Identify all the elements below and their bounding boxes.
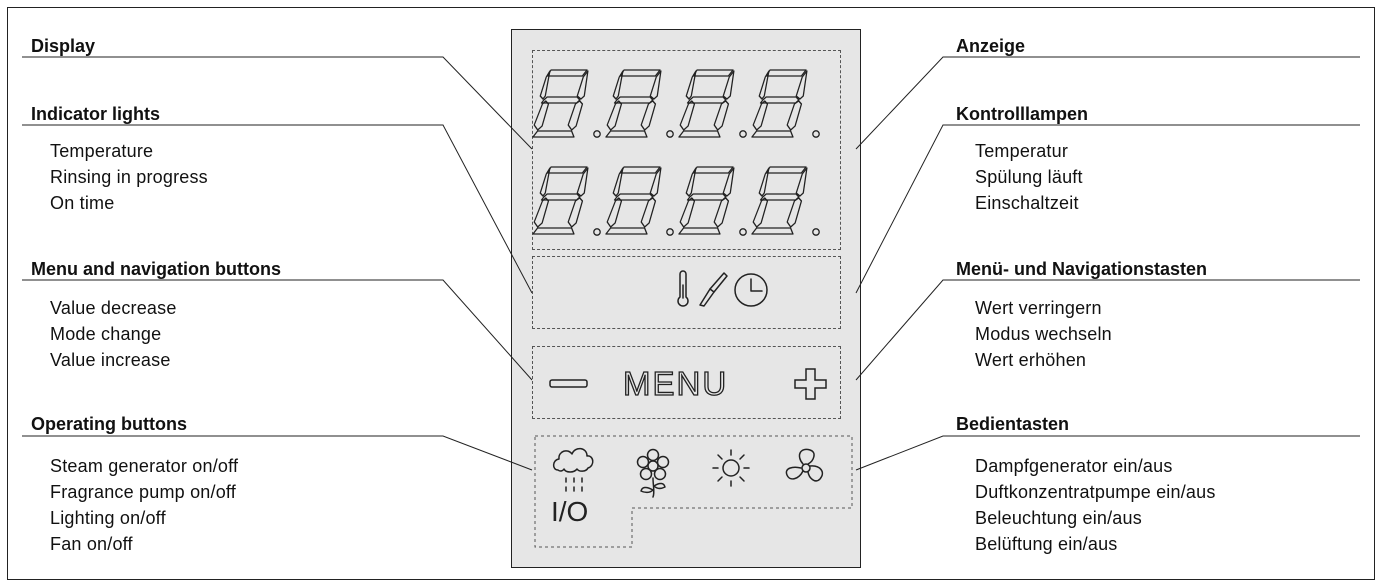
- heading-operating-buttons-de: Bedientasten: [956, 414, 1070, 434]
- digit-2-2: [605, 166, 662, 235]
- digit-1-2: [605, 69, 662, 138]
- item-lighting-de: Beleuchtung ein/aus: [975, 508, 1142, 528]
- display-area: [532, 50, 841, 250]
- brush-icon: [699, 272, 728, 307]
- item-mode-change-de: Modus wechseln: [975, 324, 1112, 344]
- sun-icon[interactable]: [712, 449, 750, 487]
- leader-line-menu-de: [855, 279, 1360, 381]
- heading-operating-buttons-en: Operating buttons: [31, 414, 187, 434]
- decimal-point: [739, 130, 747, 138]
- item-fragrance-en: Fragrance pump on/off: [50, 482, 236, 502]
- decimal-point: [739, 228, 747, 236]
- leader-line-indicators-en: [22, 124, 533, 294]
- diagram-frame: [7, 7, 1375, 580]
- heading-menu-buttons-en: Menu and navigation buttons: [31, 259, 281, 279]
- digit-1-3: [678, 69, 735, 138]
- decimal-point: [812, 130, 820, 138]
- flower-icon[interactable]: [636, 448, 670, 498]
- item-fragrance-de: Duftkonzentratpumpe ein/aus: [975, 482, 1216, 502]
- item-steam-de: Dampfgenerator ein/aus: [975, 456, 1173, 476]
- heading-indicator-lights-en: Indicator lights: [31, 104, 161, 124]
- heading-menu-buttons-de: Menü- und Navigationstasten: [956, 259, 1208, 279]
- steam-cloud-icon[interactable]: [552, 447, 594, 492]
- thermometer-icon: [677, 270, 689, 307]
- item-fan-en: Fan on/off: [50, 534, 133, 554]
- digit-2-3: [678, 166, 735, 235]
- item-fan-de: Belüftung ein/aus: [975, 534, 1118, 554]
- fan-icon[interactable]: [785, 448, 824, 482]
- item-lighting-en: Lighting on/off: [50, 508, 166, 528]
- leader-line-display-de: [855, 56, 1360, 150]
- item-steam-en: Steam generator on/off: [50, 456, 239, 476]
- item-on-time-de: Einschaltzeit: [975, 193, 1079, 213]
- menu-navigation-area: [532, 346, 841, 419]
- io-label: I/O: [551, 496, 589, 527]
- clock-icon: [734, 273, 768, 307]
- heading-display-de: Anzeige: [956, 36, 1026, 56]
- control-panel: [511, 29, 861, 568]
- decimal-point: [593, 228, 601, 236]
- leader-line-operating-en: [22, 435, 533, 471]
- operating-buttons-area: [534, 435, 853, 548]
- decimal-point: [666, 130, 674, 138]
- item-rinsing-de: Spülung läuft: [975, 167, 1083, 187]
- leader-line-indicators-de: [855, 124, 1360, 294]
- menu-button-label[interactable]: MENU: [622, 364, 729, 402]
- item-value-decrease-en: Value decrease: [50, 298, 177, 318]
- heading-display-en: Display: [31, 36, 96, 56]
- decimal-point: [593, 130, 601, 138]
- leader-line-operating-de: [855, 435, 1360, 471]
- heading-indicator-lights-de: Kontrolllampen: [956, 104, 1089, 124]
- digit-1-1: [532, 69, 589, 138]
- plus-icon[interactable]: [794, 368, 827, 400]
- digit-2-4: [751, 166, 808, 235]
- digit-2-1: [532, 166, 589, 235]
- indicator-lights-area: [532, 256, 841, 329]
- item-temperature-en: Temperature: [50, 141, 154, 161]
- item-value-increase-de: Wert erhöhen: [975, 350, 1087, 370]
- leader-line-display-en: [22, 56, 533, 150]
- digit-1-4: [751, 69, 808, 138]
- minus-icon[interactable]: [549, 379, 588, 388]
- decimal-point: [666, 228, 674, 236]
- item-value-increase-en: Value increase: [50, 350, 171, 370]
- item-rinsing-en: Rinsing in progress: [50, 167, 208, 187]
- item-mode-change-en: Mode change: [50, 324, 162, 344]
- item-temperature-de: Temperatur: [975, 141, 1069, 161]
- leader-line-menu-en: [22, 279, 533, 381]
- item-on-time-en: On time: [50, 193, 115, 213]
- decimal-point: [812, 228, 820, 236]
- item-value-decrease-de: Wert verringern: [975, 298, 1102, 318]
